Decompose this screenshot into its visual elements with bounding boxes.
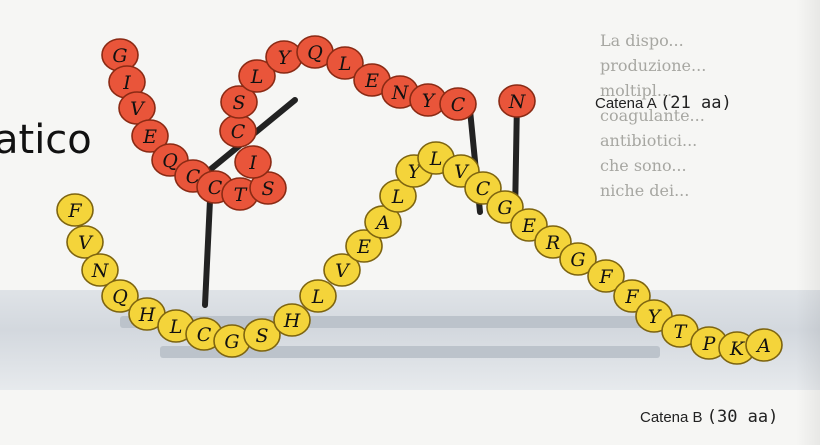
chain-a-residue-7-label: C (208, 177, 223, 199)
chain-b-residue-2-label: V (78, 232, 94, 254)
chain-a-residue-13-label: L (250, 66, 264, 88)
chain-b-residue-9-label: S (255, 325, 268, 347)
chain-b-count: (30 aa) (707, 407, 779, 427)
chain-a-residue-12-label: S (232, 92, 245, 114)
chain-a-label: Catena A (21 aa) (595, 93, 732, 113)
chain-a-residue-5-label: Q (162, 150, 178, 172)
chain-a-residue-11-label: C (231, 121, 246, 143)
chain-b-residue-19-label: C (476, 178, 491, 200)
chain-b-residue-28-label: P (702, 333, 717, 355)
chain-b-residue-4-label: Q (112, 286, 128, 308)
chain-b-residue-3-label: N (91, 260, 110, 282)
chain-b-residue-8-label: G (224, 331, 239, 353)
chain-b-residue-13-label: E (356, 236, 371, 258)
chain-b-residue-7-label: C (197, 324, 212, 346)
chain-b-residue-14-label: A (374, 212, 390, 234)
chain-b-residue-5-label: H (138, 304, 156, 326)
page-edge-shadow (796, 0, 820, 445)
chain-b-residue-15-label: L (391, 186, 405, 208)
chain-b-residue-27-label: T (674, 321, 688, 343)
chain-a-residue-20-label: C (451, 94, 466, 116)
chain-b-residue-24-label: F (598, 266, 613, 288)
chain-b-label: Catena B (30 aa) (640, 407, 778, 427)
chain-b-residue-21-label: E (521, 215, 536, 237)
chain-b-residue-12-label: V (335, 260, 351, 282)
chain-a-residue-21-label: N (508, 91, 527, 113)
chain-a-residue-8-label: T (234, 184, 248, 206)
chain-a-residue-10-label: I (248, 152, 257, 174)
chain-b-residue-17-label: L (429, 148, 443, 170)
chain-a-name: Catena A (595, 95, 656, 112)
chain-a-residue-15-label: Q (307, 42, 323, 64)
chain-b-residue-1-label: F (67, 200, 82, 222)
chain-a-residue-17-label: E (364, 70, 379, 92)
chain-b-residue-10-label: H (283, 310, 301, 332)
disulfide-bond (205, 200, 210, 305)
chain-b-residue-29-label: K (729, 338, 746, 360)
chain-a-count: (21 aa) (660, 93, 732, 113)
chain-a-residue-18-label: N (391, 82, 410, 104)
chain-b-residue-25-label: F (624, 286, 639, 308)
chain-b-residue-23-label: G (570, 249, 585, 271)
chain-b-residue-22-label: R (545, 232, 560, 254)
chain-a-residue-3-label: V (130, 98, 146, 120)
chain-b-residue-11-label: L (311, 286, 325, 308)
chain-b-residue-30-label: A (755, 335, 771, 357)
chain-b-name: Catena B (640, 409, 703, 426)
chain-a-residue-4-label: E (142, 126, 157, 148)
chain-a-residue-16-label: L (338, 53, 352, 75)
chain-b-residue-6-label: L (169, 316, 183, 338)
chain-a-residue-1-label: G (112, 45, 127, 67)
chain-a-residue-9-label: S (261, 178, 274, 200)
chain-a-residue-2-label: I (122, 72, 131, 94)
chain-b-residue-20-label: G (497, 197, 512, 219)
